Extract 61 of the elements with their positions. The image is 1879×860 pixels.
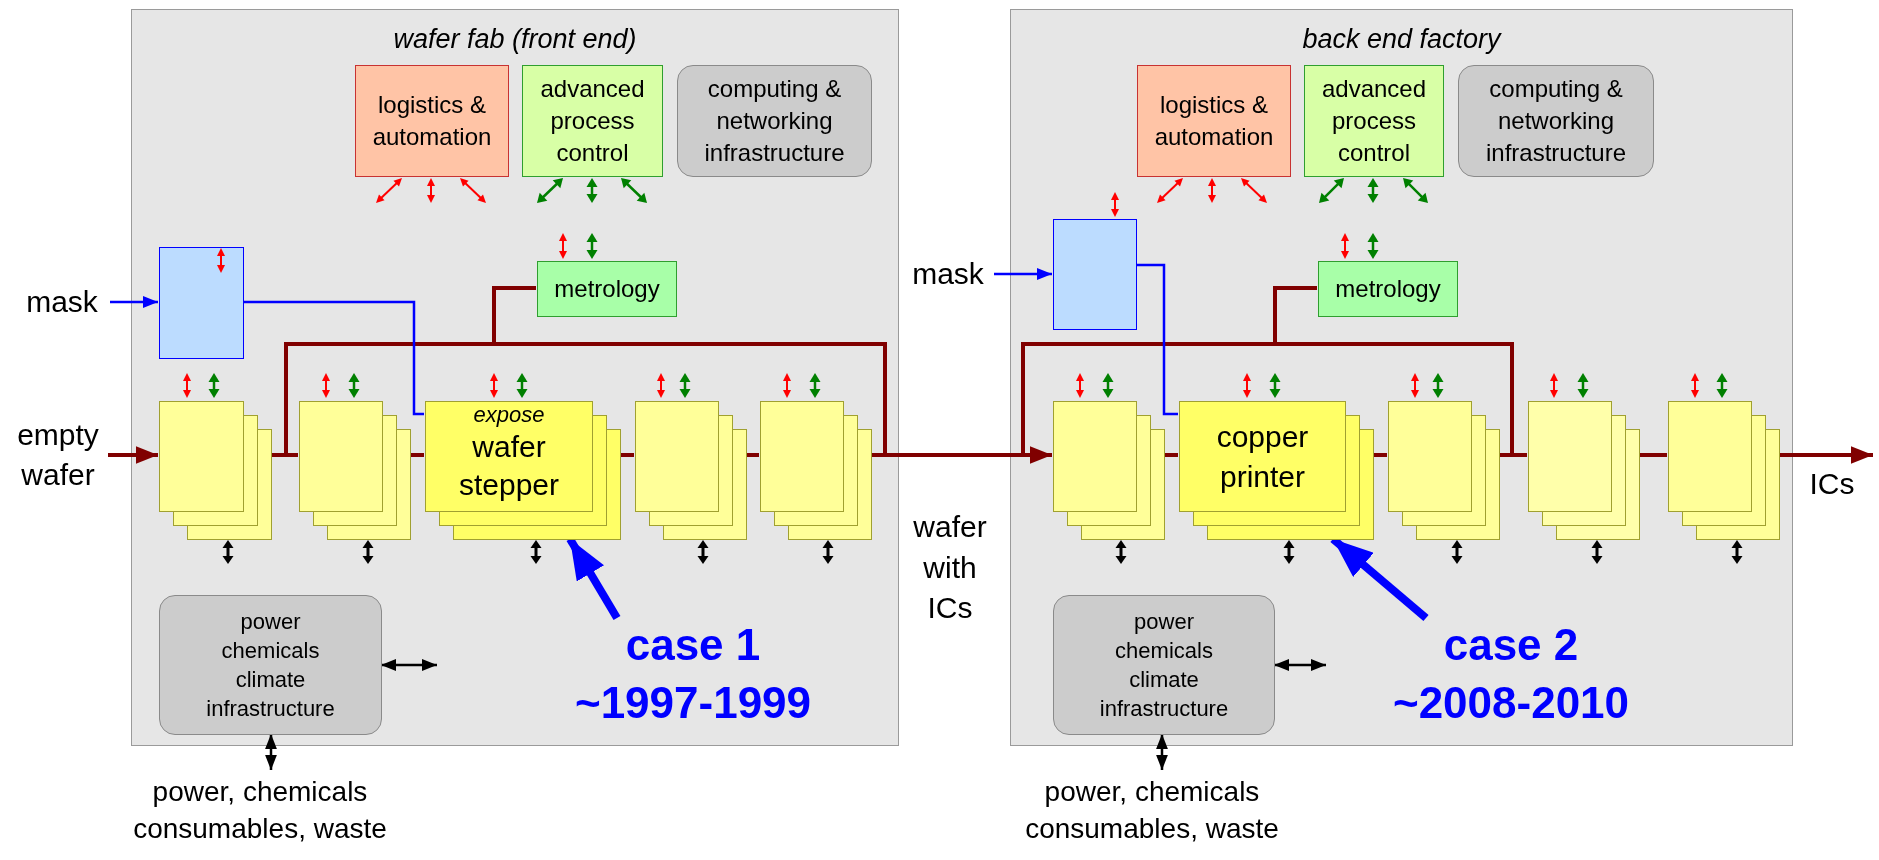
factory-panel: [1010, 9, 1793, 746]
box-label: computing & networking infrastructure: [1484, 74, 1628, 168]
system-box: [1458, 65, 1654, 177]
box-label: computing & networking infrastructure: [703, 74, 846, 168]
tool-label: copper printer: [1215, 418, 1310, 495]
box-label: metrology: [1335, 274, 1441, 305]
connector-line: [746, 453, 759, 457]
facility-box: [159, 595, 382, 735]
system-box: [522, 65, 663, 177]
tool-stack-drawing: [1388, 401, 1500, 540]
connector-line: [1273, 286, 1527, 457]
box-label: metrology: [554, 274, 660, 305]
connector-line: [1164, 453, 1178, 457]
arrow: [994, 268, 1052, 280]
box-label: advanced process control: [1320, 74, 1428, 168]
arrow: [265, 734, 277, 770]
tool-stack-drawing: [635, 401, 747, 540]
flow-label: power, chemicals consumables, waste: [1007, 770, 1297, 852]
tool-stack-drawing: [159, 401, 272, 540]
flow-label: power, chemicals consumables, waste: [115, 770, 405, 852]
tool-stack-drawing: [1528, 401, 1640, 540]
connector-line: [1373, 453, 1387, 457]
facility-box: [1053, 595, 1275, 735]
factory-panel: [131, 9, 899, 746]
system-box: [355, 65, 509, 177]
tool-label: expose: [473, 402, 545, 428]
case-label: case 2 ~2008-2010: [1387, 619, 1635, 729]
box-label: logistics & automation: [1153, 90, 1275, 152]
flow-label: mask: [902, 254, 994, 294]
mask-holder-box: [1053, 219, 1137, 330]
flow-label: empty wafer: [8, 412, 108, 498]
tool-stack-drawing: [1053, 401, 1165, 540]
connector-line: [620, 453, 634, 457]
arrow: [381, 659, 437, 671]
connector-line: [243, 300, 424, 416]
mask-holder-box: [159, 247, 244, 359]
connector-line: [410, 453, 424, 457]
tool-stack-drawing: [1668, 401, 1780, 540]
system-box: [1137, 65, 1291, 177]
box-label: power chemicals climate infrastructure: [1098, 607, 1230, 724]
flow-label: mask: [14, 282, 110, 322]
box-label: power chemicals climate infrastructure: [205, 607, 336, 724]
box-label: advanced process control: [539, 74, 646, 168]
system-box: [677, 65, 872, 177]
arrow: [1274, 659, 1326, 671]
metrology-box: [537, 261, 677, 317]
system-box: [1304, 65, 1444, 177]
tool-stack-drawing: [760, 401, 872, 540]
tool-label: wafer stepper: [457, 429, 561, 503]
tool-stack-drawing: [299, 401, 411, 540]
connector-line: [1639, 453, 1667, 457]
arrow: [110, 296, 158, 308]
arrow: [1779, 446, 1873, 464]
arrow: [108, 446, 158, 464]
panel-title: wafer fab (front end): [393, 23, 637, 56]
case-label: case 1 ~1997-1999: [569, 619, 817, 729]
connector-line: [1136, 263, 1178, 416]
arrow: [1156, 734, 1168, 770]
box-label: logistics & automation: [371, 90, 493, 152]
panel-title: back end factory: [1302, 23, 1501, 56]
metrology-box: [1318, 261, 1458, 317]
